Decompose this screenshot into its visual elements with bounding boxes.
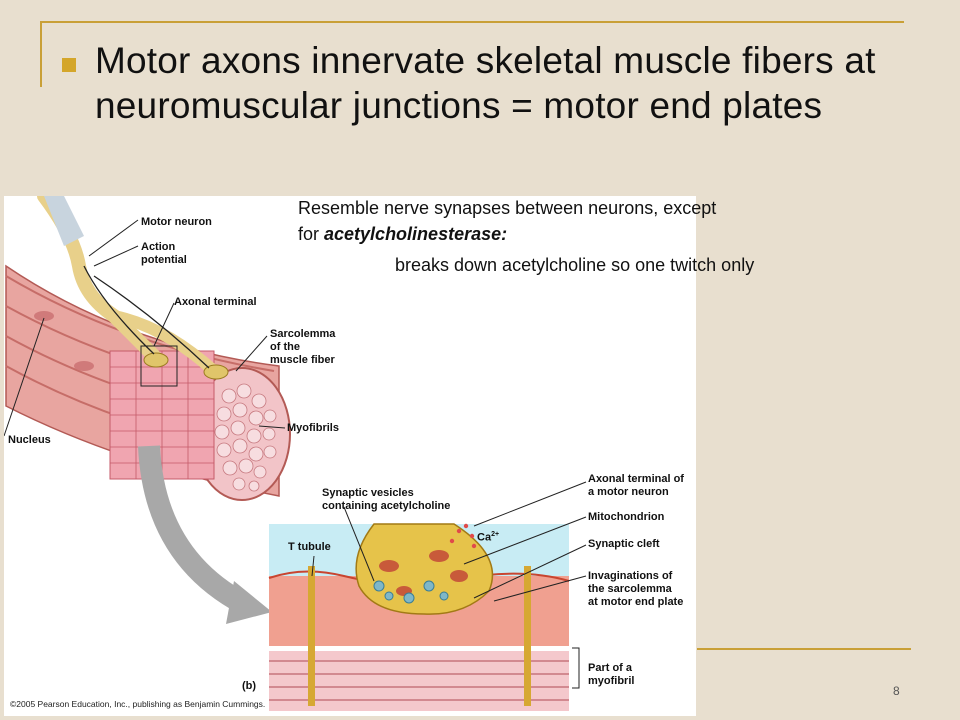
neuromuscular-junction-figure: Motor neuron Action potential Axonal ter… [4, 196, 696, 716]
label-t-tubule: T tubule [288, 541, 331, 553]
label-sarcolemma-3: muscle fiber [270, 354, 335, 366]
label-mitochondrion: Mitochondrion [588, 511, 665, 523]
left-rule [40, 21, 42, 87]
bottom-rule [697, 648, 911, 650]
label-part-of-myofibril-2: myofibril [588, 675, 635, 687]
label-axonal-terminal-motor-2: a motor neuron [588, 486, 669, 498]
label-nucleus: Nucleus [8, 434, 51, 446]
figure-drawing [4, 196, 587, 714]
label-synaptic-vesicles-2: containing acetylcholine [322, 500, 451, 512]
note-acetylcholinesterase: Resemble nerve synapses between neurons,… [298, 195, 716, 247]
label-invaginations-3: at motor end plate [588, 596, 684, 608]
label-myofibrils: Myofibrils [287, 422, 339, 434]
note-line-1: Resemble nerve synapses between neurons,… [298, 198, 717, 218]
label-axonal-terminal-motor-1: Axonal terminal of [588, 473, 684, 485]
note-line-3: breaks down acetylcholine so one twitch … [395, 255, 755, 275]
label-action-potential-2: potential [141, 254, 187, 266]
label-synaptic-cleft: Synaptic cleft [588, 538, 660, 550]
label-sarcolemma-2: of the [270, 341, 300, 353]
label-calcium-symbol: Ca [477, 531, 492, 544]
bullet-icon [62, 58, 76, 72]
label-invaginations-1: Invaginations of [588, 570, 673, 582]
note-line-2-prefix: for [298, 224, 325, 244]
label-calcium-charge: 2+ [491, 531, 500, 538]
slide-title: Motor axons innervate skeletal muscle fi… [95, 40, 876, 126]
label-sarcolemma-1: Sarcolemma [270, 328, 336, 340]
label-action-potential-1: Action [141, 241, 176, 253]
label-invaginations-2: the sarcolemma [588, 583, 672, 595]
figure-copyright: ©2005 Pearson Education, Inc., publishin… [10, 699, 266, 709]
label-axonal-terminal: Axonal terminal [174, 296, 257, 308]
note-line-2: for acetylcholinesterase: [298, 221, 716, 247]
top-rule [40, 21, 904, 23]
label-synaptic-vesicles-1: Synaptic vesicles [322, 487, 414, 499]
label-panel-b: (b) [242, 680, 257, 692]
label-part-of-myofibril-1: Part of a [588, 662, 633, 674]
label-motor-neuron: Motor neuron [141, 216, 212, 228]
label-calcium: Ca2+ [477, 528, 499, 545]
note-emphasis: acetylcholinesterase: [324, 224, 508, 244]
page-number: 8 [893, 684, 900, 698]
